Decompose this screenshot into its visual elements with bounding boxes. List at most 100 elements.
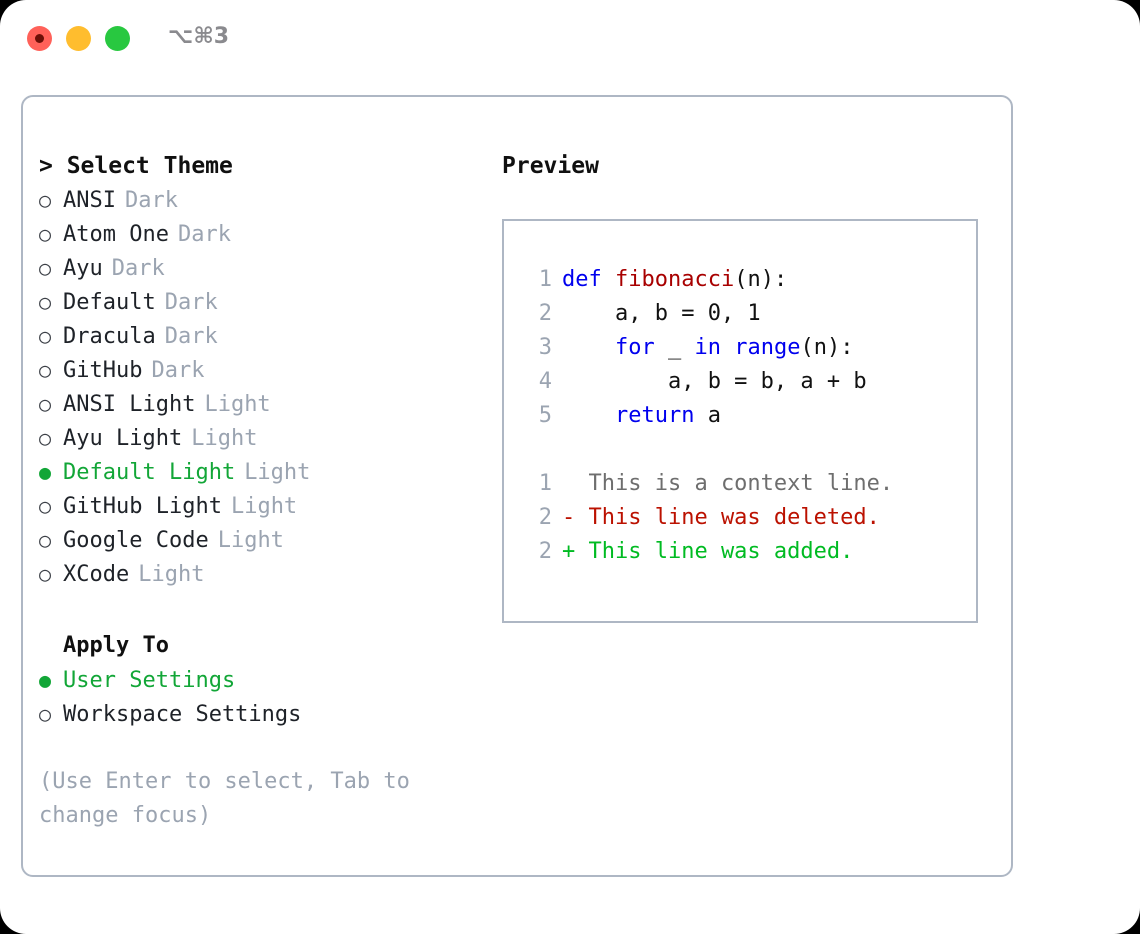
radio-unselected-icon: ○ — [39, 702, 52, 726]
apply-to-option[interactable]: ○ Workspace Settings — [39, 697, 479, 731]
keyboard-hint: (Use Enter to select, Tab to change focu… — [39, 769, 410, 828]
apply-to-label: User Settings — [63, 668, 236, 693]
diff-line: 1 This is a context line. — [504, 467, 976, 501]
theme-name: Dracula — [63, 324, 156, 349]
theme-name: ANSI — [63, 188, 116, 213]
minimize-button[interactable] — [66, 26, 91, 51]
radio-selected-icon: ● — [39, 668, 52, 692]
theme-name: Ayu Light — [63, 426, 183, 451]
theme-variant-label: Dark — [124, 188, 178, 213]
theme-variant-label: Dark — [151, 358, 205, 383]
theme-list-item[interactable]: ○ Ayu Dark — [39, 251, 479, 285]
radio-unselected-icon: ○ — [39, 528, 52, 552]
apply-to-heading: Apply To — [63, 633, 169, 658]
code-diff-spacer — [504, 433, 976, 467]
line-number: 2 — [538, 505, 552, 530]
radio-unselected-icon: ○ — [39, 256, 52, 280]
code-token: (n): — [800, 335, 854, 360]
code-token: for — [614, 335, 655, 360]
code-text: a, b = 0, 1 — [562, 297, 761, 331]
theme-picker-heading: > Select Theme — [39, 153, 233, 179]
close-button[interactable] — [27, 26, 52, 51]
code-line: 4 a, b = b, a + b — [504, 365, 976, 399]
code-token: a, b = b, a + b — [562, 369, 867, 394]
line-number: 3 — [538, 335, 552, 360]
code-line: 2 a, b = 0, 1 — [504, 297, 976, 331]
theme-list-item[interactable]: ○ ANSI Light Light — [39, 387, 479, 421]
diff-line: 2 - This line was deleted. — [504, 501, 976, 535]
code-text: a, b = b, a + b — [562, 365, 867, 399]
apply-to-label: Workspace Settings — [63, 702, 302, 727]
maximize-button[interactable] — [105, 26, 130, 51]
radio-unselected-icon: ○ — [39, 358, 52, 382]
code-token: range — [734, 335, 801, 360]
code-token — [562, 335, 615, 360]
theme-variant-label: Light — [191, 426, 258, 451]
code-token: a — [694, 403, 721, 428]
code-token: _ — [654, 335, 695, 360]
title-bar: ⌥⌘3 — [0, 0, 1140, 78]
theme-list-item[interactable]: ○ Google Code Light — [39, 523, 479, 557]
line-number: 2 — [538, 301, 552, 326]
code-token — [721, 335, 734, 360]
theme-name: XCode — [63, 562, 130, 587]
code-token: (n): — [734, 267, 788, 292]
code-text: return a — [562, 399, 721, 433]
apply-to-list: ● User Settings ○ Workspace Settings — [39, 663, 479, 731]
radio-unselected-icon: ○ — [39, 188, 52, 212]
theme-name: Ayu — [63, 256, 103, 281]
diff-line: 2+ This line was added. — [504, 535, 976, 569]
theme-variant-label: Light — [230, 494, 298, 519]
theme-name: Default Light — [63, 460, 236, 485]
theme-name: Atom One — [63, 222, 169, 247]
theme-list-item[interactable]: ○ ANSI Dark — [39, 183, 479, 217]
diff-text: - This line was deleted. — [562, 505, 880, 530]
preview-heading: Preview — [502, 153, 599, 179]
code-text: def fibonacci(n): — [562, 263, 787, 297]
code-token — [562, 403, 615, 428]
radio-unselected-icon: ○ — [39, 392, 52, 416]
code-text: for _ in range(n): — [562, 331, 853, 365]
spacer — [39, 591, 479, 629]
apply-to-option[interactable]: ● User Settings — [39, 663, 479, 697]
theme-variant-label: Light — [244, 460, 311, 485]
window-controls — [27, 26, 130, 51]
radio-selected-icon: ● — [39, 460, 52, 484]
theme-name: GitHub Light — [63, 494, 222, 519]
theme-variant-label: Dark — [164, 290, 218, 315]
theme-list-item[interactable]: ○ Atom One Dark — [39, 217, 479, 251]
code-line: 3 for _ in range(n): — [504, 331, 976, 365]
diff-sample: 1 This is a context line. 2 - This line wa… — [504, 467, 976, 569]
code-line: 5 return a — [504, 399, 976, 433]
theme-name: Google Code — [63, 528, 209, 553]
line-number: 4 — [538, 369, 552, 394]
code-token: def — [562, 267, 602, 292]
line-number: 1 — [538, 471, 552, 496]
theme-variant-label: Light — [204, 392, 271, 417]
theme-variant-label: Dark — [164, 324, 218, 349]
theme-variant-label: Dark — [177, 222, 231, 247]
theme-list-item[interactable]: ● Default Light Light — [39, 455, 479, 489]
theme-list-item[interactable]: ○ Ayu Light Light — [39, 421, 479, 455]
theme-name: ANSI Light — [63, 392, 196, 417]
radio-unselected-icon: ○ — [39, 562, 52, 586]
code-token: in — [694, 335, 721, 360]
theme-variant-label: Dark — [111, 256, 165, 281]
theme-variant-label: Light — [217, 528, 284, 553]
radio-unselected-icon: ○ — [39, 426, 52, 450]
shortcut-label: ⌥⌘3 — [168, 24, 230, 49]
radio-unselected-icon: ○ — [39, 222, 52, 246]
code-token: return — [614, 403, 695, 428]
